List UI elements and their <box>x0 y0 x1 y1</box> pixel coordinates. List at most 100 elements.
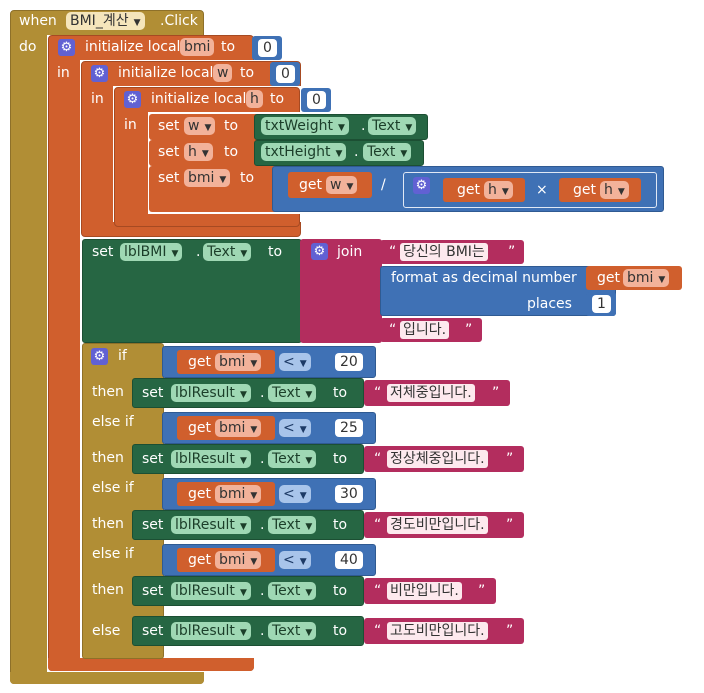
compare-operator-dropdown[interactable]: <▼ <box>279 485 311 503</box>
text-field[interactable]: 정상체중입니다. <box>387 450 488 468</box>
var-dropdown-bmi[interactable]: bmi▼ <box>623 269 670 287</box>
to-label: to <box>333 385 348 401</box>
component-dropdown-lblresult[interactable]: lblResult▼ <box>171 582 251 600</box>
property-name: Text <box>272 385 301 401</box>
compare-operator-dropdown[interactable]: <▼ <box>279 419 311 437</box>
text-field[interactable]: 당신의 BMI는 <box>400 243 488 261</box>
property-dropdown-text[interactable]: Text▼ <box>268 582 317 600</box>
var-dropdown-h[interactable]: h▼ <box>600 181 629 199</box>
else-if-label: else if <box>92 546 134 562</box>
var-dropdown-w[interactable]: w▼ <box>326 176 358 194</box>
var-dropdown-bmi[interactable]: bmi▼ <box>215 485 262 503</box>
chevron-down-icon: ▼ <box>299 491 307 501</box>
chevron-down-icon: ▼ <box>239 628 247 638</box>
in-label: in <box>91 91 104 107</box>
then-label: then <box>92 582 124 598</box>
gear-icon[interactable]: ⚙ <box>58 39 75 56</box>
gear-icon[interactable]: ⚙ <box>91 348 108 365</box>
number-field[interactable]: 30 <box>335 485 363 503</box>
var-name: w <box>330 177 342 193</box>
number-field[interactable]: 25 <box>335 419 363 437</box>
property-dropdown-text[interactable]: Text▼ <box>268 450 317 468</box>
var-dropdown-bmi[interactable]: bmi ▼ <box>215 419 262 437</box>
var-dropdown-bmi[interactable]: bmi▼ <box>215 353 262 371</box>
var-name: bmi <box>219 552 246 568</box>
var-name: bmi <box>219 420 246 436</box>
component-dropdown-lblresult[interactable]: lblResult▼ <box>171 622 251 640</box>
local-bmi-bottom <box>48 658 254 671</box>
property-name: Text <box>272 517 301 533</box>
property-dropdown-text[interactable]: Text▼ <box>363 143 412 161</box>
to-label: to <box>268 244 283 260</box>
var-dropdown-h[interactable]: h▼ <box>184 143 213 161</box>
divide-operator: / <box>381 177 386 193</box>
text-field[interactable]: 저체중입니다. <box>387 384 475 402</box>
property-dropdown-text[interactable]: Text▼ <box>368 117 417 135</box>
gear-icon[interactable]: ⚙ <box>91 65 108 82</box>
number-field[interactable]: 0 <box>276 65 295 83</box>
component-dropdown-txtheight[interactable]: txtHeight▼ <box>261 143 347 161</box>
property-dropdown-text[interactable]: Text▼ <box>268 622 317 640</box>
component-name: txtWeight <box>265 118 334 134</box>
chevron-down-icon: ▼ <box>299 359 307 369</box>
local-name-w[interactable]: w <box>213 64 233 82</box>
dot-label: . <box>354 144 359 160</box>
property-dropdown-text[interactable]: Text▼ <box>268 384 317 402</box>
event-name-label: .Click <box>160 13 198 29</box>
component-dropdown-bmi-calc[interactable]: BMI_계산▼ <box>66 12 145 30</box>
dot-label: . <box>260 451 265 467</box>
set-lblbmi-block[interactable] <box>82 239 302 343</box>
gear-icon[interactable]: ⚙ <box>413 177 430 194</box>
to-label: to <box>333 451 348 467</box>
chevron-down-icon: ▼ <box>299 557 307 567</box>
number-field[interactable]: 1 <box>592 295 611 313</box>
component-dropdown-lblresult[interactable]: lblResult▼ <box>171 450 251 468</box>
chevron-down-icon: ▼ <box>250 425 258 435</box>
set-label: set <box>142 385 164 401</box>
var-dropdown-h[interactable]: h▼ <box>484 181 513 199</box>
quote-close: ” <box>506 451 514 467</box>
text-field[interactable]: 고도비만입니다. <box>387 622 488 640</box>
set-label: set <box>92 244 114 260</box>
chevron-down-icon: ▼ <box>239 390 247 400</box>
local-name-bmi[interactable]: bmi <box>180 38 215 56</box>
var-dropdown-w[interactable]: w▼ <box>184 117 216 135</box>
number-field[interactable]: 0 <box>258 39 277 57</box>
gear-icon[interactable]: ⚙ <box>311 243 328 260</box>
property-dropdown-text[interactable]: Text▼ <box>203 243 252 261</box>
to-label: to <box>333 623 348 639</box>
gear-icon[interactable]: ⚙ <box>124 91 141 108</box>
dot-label: . <box>260 385 265 401</box>
text-field[interactable]: 비만입니다. <box>387 582 462 600</box>
number-field[interactable]: 0 <box>307 91 326 109</box>
text-field[interactable]: 입니다. <box>400 321 450 339</box>
number-field[interactable]: 20 <box>335 353 363 371</box>
var-dropdown-bmi[interactable]: bmi▼ <box>184 169 231 187</box>
dot-label: . <box>260 517 265 533</box>
format-decimal-label: format as decimal number <box>391 270 577 286</box>
quote-close: ” <box>465 322 473 338</box>
event-block-bottom <box>10 672 204 684</box>
var-dropdown-bmi[interactable]: bmi▼ <box>215 551 262 569</box>
operator: < <box>283 420 295 436</box>
component-name: lblResult <box>175 583 235 599</box>
operator: < <box>283 486 295 502</box>
property-name: Text <box>272 583 301 599</box>
compare-operator-dropdown[interactable]: <▼ <box>279 353 311 371</box>
chevron-down-icon: ▼ <box>204 123 212 133</box>
number-field[interactable]: 40 <box>335 551 363 569</box>
property-dropdown-text[interactable]: Text▼ <box>268 516 317 534</box>
compare-operator-dropdown[interactable]: <▼ <box>279 551 311 569</box>
component-dropdown-txtweight[interactable]: txtWeight▼ <box>261 117 349 135</box>
quote-close: ” <box>506 623 514 639</box>
format-decimal-block[interactable] <box>380 266 616 316</box>
text-field[interactable]: 경도비만입니다. <box>387 516 488 534</box>
component-dropdown-lblbmi[interactable]: lblBMI▼ <box>120 243 183 261</box>
component-dropdown-lblresult[interactable]: lblResult▼ <box>171 384 251 402</box>
component-dropdown-lblresult[interactable]: lblResult▼ <box>171 516 251 534</box>
get-label: get <box>188 552 211 568</box>
set-label: set <box>142 583 164 599</box>
local-name-h[interactable]: h <box>246 90 263 108</box>
set-label: set <box>158 144 180 160</box>
do-label: do <box>19 39 37 55</box>
